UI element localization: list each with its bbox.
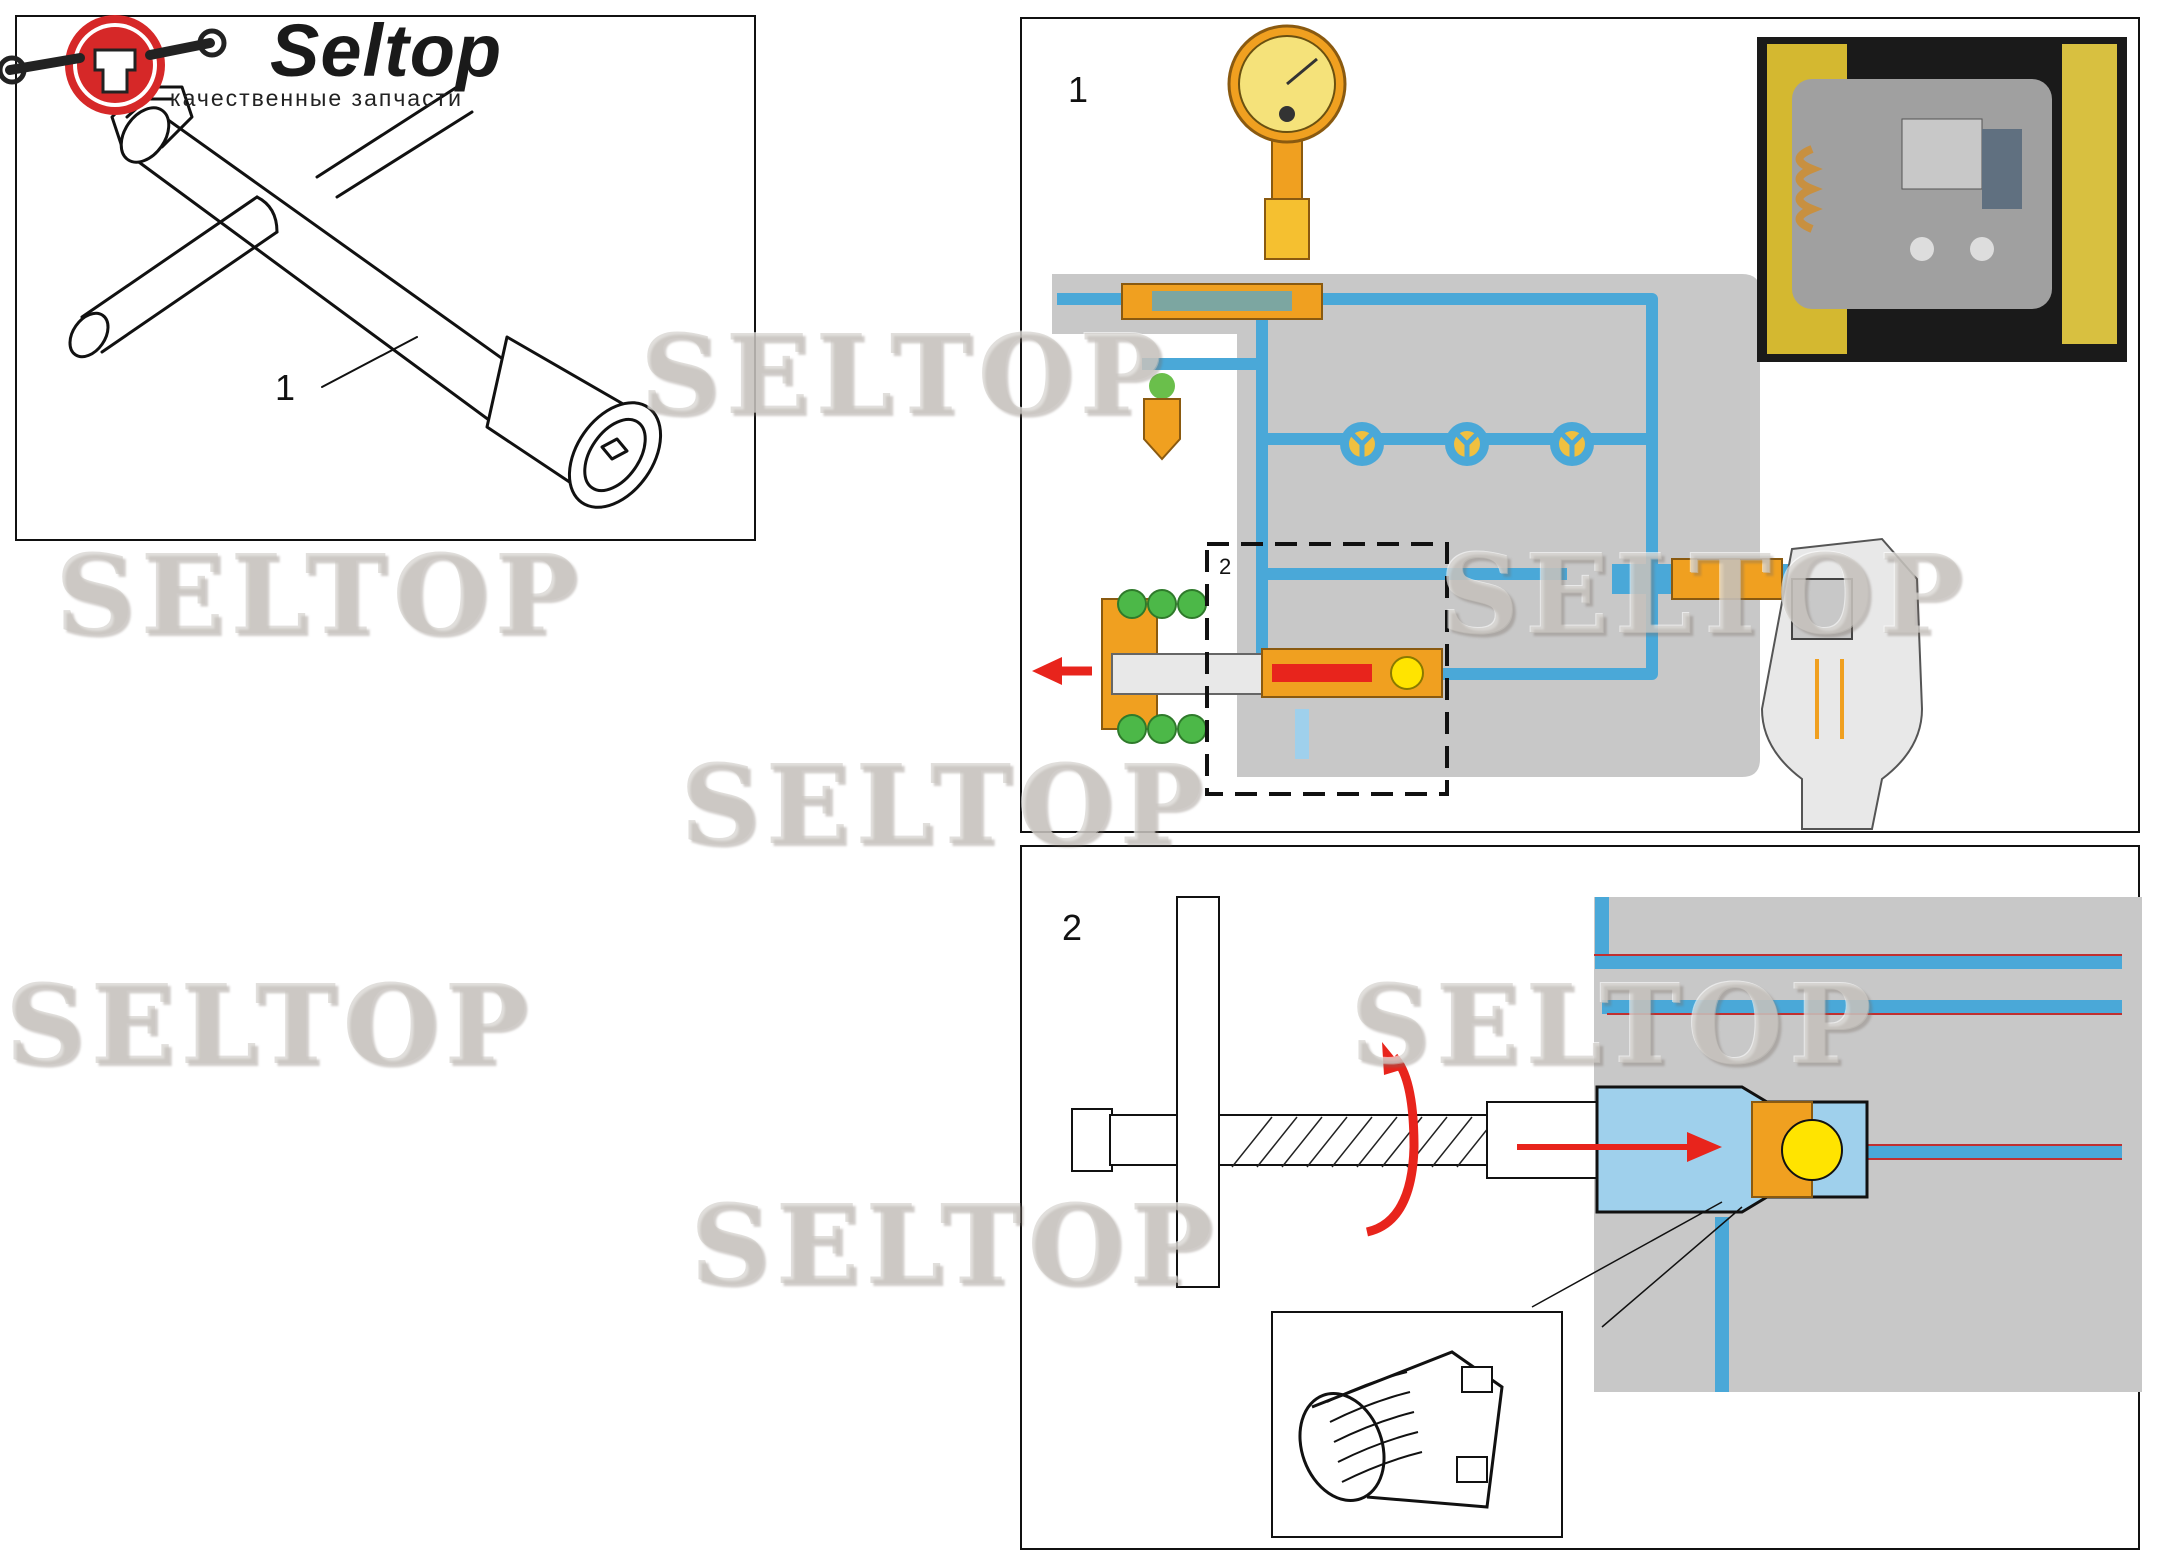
seltop-logo: Seltop качественные запчасти: [0, 9, 720, 120]
detail-panel-number: 2: [1062, 907, 1083, 948]
unloader-valve: [1612, 537, 1924, 830]
flow-arrow-icon: [1032, 657, 1092, 685]
detail-ref-number: 2: [1219, 554, 1232, 579]
extractor-tool: [1071, 896, 1600, 1288]
watermark: SELTOP: [5, 960, 534, 1089]
logo-fist-wrench-icon: [0, 15, 227, 115]
bypass-valve: [1101, 589, 1443, 744]
pressure-circuit-diagram: [1032, 24, 2127, 830]
detail-callout-box: [1205, 542, 1449, 796]
pump-photo-inset: [1757, 37, 2127, 362]
tool-callout-number: 1: [275, 367, 296, 408]
brand-name: Seltop: [270, 9, 503, 92]
rotation-arrow-icon: [1365, 1042, 1419, 1237]
threaded-insert-inset: [1271, 1311, 1563, 1538]
circuit-panel-number: 1: [1068, 69, 1089, 110]
circuit-panel: 1 2: [1020, 17, 2140, 833]
t-wrench-drawing: [68, 85, 663, 509]
valve-seat: [1595, 1085, 1869, 1214]
water-channels: [1595, 897, 2122, 1392]
pressure-gauge-icon: [1227, 24, 1347, 260]
detail-panel: 2: [1020, 845, 2142, 1550]
brand-tagline: качественные запчасти: [170, 85, 463, 111]
flow-arrow-icon: [1517, 1132, 1722, 1162]
inlet-fitting: [1121, 283, 1323, 461]
watermark: SELTOP: [55, 530, 584, 659]
check-valves: [1340, 422, 1594, 466]
valve-extraction-detail: [1071, 896, 2142, 1538]
pump-body: [1237, 274, 1760, 777]
spring: [1117, 589, 1207, 744]
tool-panel: 1: [15, 15, 756, 541]
